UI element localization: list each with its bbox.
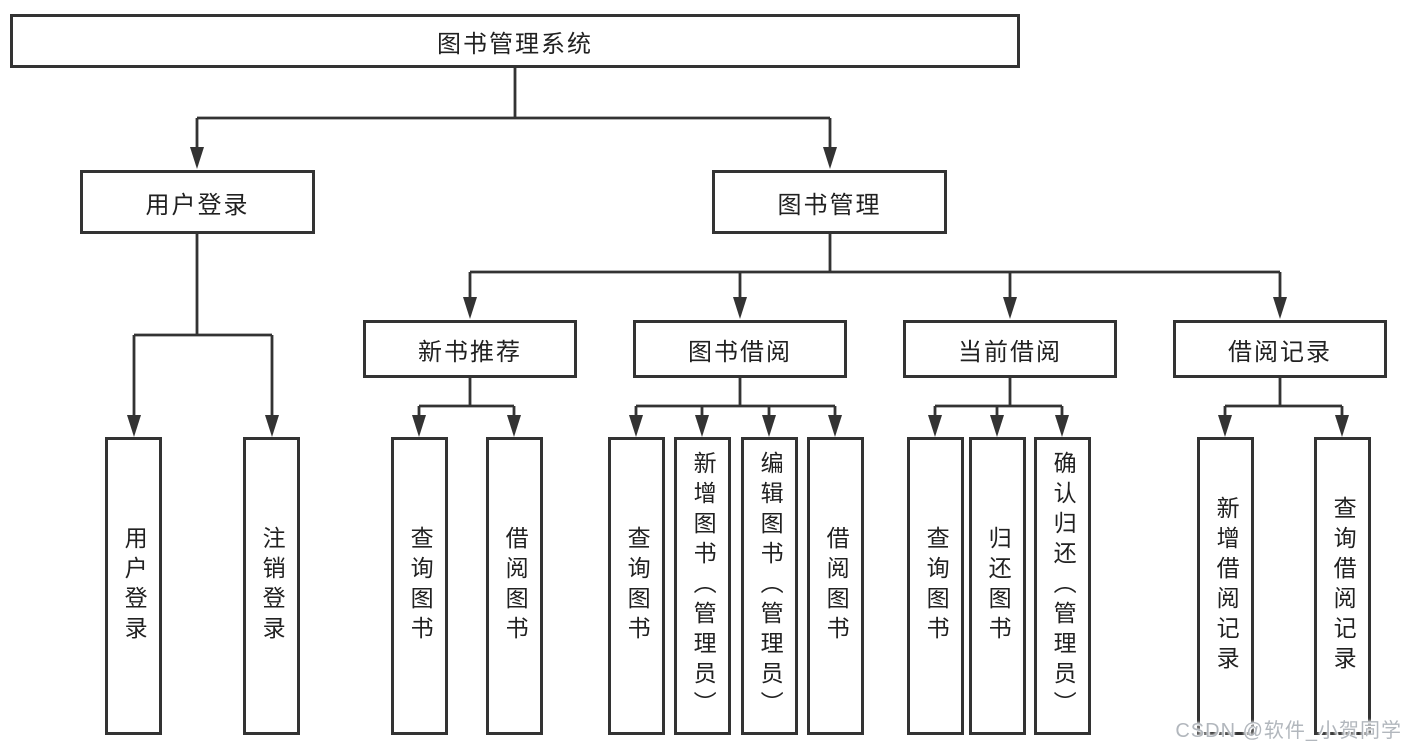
node-book-borrowing: 图书借阅: [633, 320, 847, 378]
node-borrowing-records: 借阅记录: [1173, 320, 1387, 378]
leaf-return-books-label: 归还图书: [985, 526, 1012, 646]
leaf-add-books-admin: 新增图书（管理员）: [674, 437, 731, 735]
leaf-borrow-books-recommend: 借阅图书: [486, 437, 543, 735]
leaf-user-login-label: 用户登录: [121, 526, 148, 646]
leaf-edit-books-admin-label: 编辑图书（管理员）: [757, 451, 784, 721]
leaf-logout-label: 注销登录: [259, 526, 286, 646]
node-book-management: 图书管理: [712, 170, 947, 234]
node-user-login-label: 用户登录: [145, 191, 250, 219]
leaf-query-books-recommend-label: 查询图书: [407, 526, 434, 646]
leaf-confirm-return-admin-label: 确认归还（管理员）: [1050, 451, 1077, 721]
node-book-management-label: 图书管理: [777, 191, 882, 219]
csdn-watermark: CSDN @软件_小贺同学: [1175, 720, 1402, 742]
leaf-borrow-books: 借阅图书: [807, 437, 864, 735]
leaf-query-books-borrowing-label: 查询图书: [624, 526, 651, 646]
leaf-query-books-current-label: 查询图书: [923, 526, 950, 646]
node-new-book-recommend: 新书推荐: [363, 320, 577, 378]
node-library-management-system-label: 图书管理系统: [437, 30, 593, 58]
leaf-borrow-books-label: 借阅图书: [823, 526, 850, 646]
leaf-borrow-books-recommend-label: 借阅图书: [502, 526, 529, 646]
leaf-add-books-admin-label: 新增图书（管理员）: [690, 451, 717, 721]
leaf-query-books-current: 查询图书: [907, 437, 964, 735]
leaf-edit-books-admin: 编辑图书（管理员）: [741, 437, 798, 735]
leaf-add-borrow-record: 新增借阅记录: [1197, 437, 1254, 735]
node-library-management-system: 图书管理系统: [10, 14, 1020, 68]
node-current-borrowing-label: 当前借阅: [958, 338, 1062, 366]
node-new-book-recommend-label: 新书推荐: [418, 338, 522, 366]
leaf-confirm-return-admin: 确认归还（管理员）: [1034, 437, 1091, 735]
node-borrowing-records-label: 借阅记录: [1228, 338, 1332, 366]
node-user-login: 用户登录: [80, 170, 315, 234]
leaf-return-books: 归还图书: [969, 437, 1026, 735]
leaf-query-borrow-record-label: 查询借阅记录: [1330, 496, 1357, 676]
leaf-add-borrow-record-label: 新增借阅记录: [1213, 496, 1240, 676]
leaf-user-login: 用户登录: [105, 437, 162, 735]
leaf-query-borrow-record: 查询借阅记录: [1314, 437, 1371, 735]
leaf-logout: 注销登录: [243, 437, 300, 735]
leaf-query-books-recommend: 查询图书: [391, 437, 448, 735]
arrow-down-icons: [127, 147, 1349, 437]
leaf-query-books-borrowing: 查询图书: [608, 437, 665, 735]
node-current-borrowing: 当前借阅: [903, 320, 1117, 378]
connector-stems: [132, 68, 1344, 415]
node-book-borrowing-label: 图书借阅: [688, 338, 792, 366]
